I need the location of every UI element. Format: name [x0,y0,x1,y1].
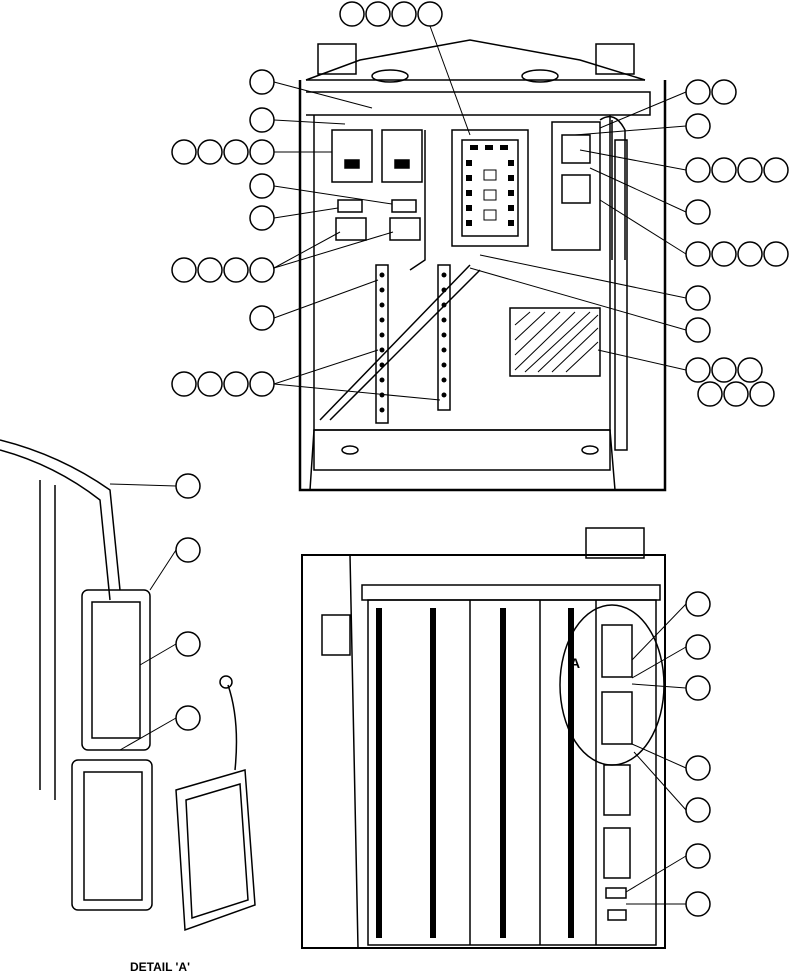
door-panel [367,599,657,946]
roof-outline [305,39,646,81]
connector-small [605,887,627,899]
ground-ring-terminal [219,675,233,689]
top-cabinet-view [298,39,667,492]
terminal-strip-screws [379,272,447,413]
side-label-plate [321,614,351,656]
junction-right [389,217,421,241]
hatched-module [509,307,601,377]
junction-left [335,217,367,241]
relay-left [331,129,373,183]
right-rail [614,139,628,451]
terminal-b [391,199,417,213]
connector-smaller [607,909,627,921]
top-rail [306,91,651,116]
side-terminal-columns [376,608,574,938]
relay-block-upper [601,624,633,678]
fuse-block-cover [175,769,256,932]
left-fan [371,69,409,83]
terminal-strip-center [437,264,451,411]
power-module-bottom [561,174,591,204]
callout-circles [171,1,789,917]
fuse-block-upper [81,589,151,751]
detail-caption: DETAIL 'A' [130,960,190,974]
detail-a-marker: A [570,655,580,671]
cabinet-frame [298,80,667,492]
leader-lines [109,25,687,905]
controller-board [451,129,529,247]
top-vent-box [585,527,645,559]
bottom-cabinet-view [301,527,666,949]
terminal-strip-left [375,264,389,424]
right-vent-stack [595,43,635,75]
right-fan [521,69,559,83]
relay-block-lower [601,691,633,745]
module-block-2 [603,827,631,879]
fuse-block-lower [71,759,153,911]
left-vent-stack [317,43,357,75]
power-module-enclosure [551,121,601,251]
harness-upper [0,439,121,591]
relay-right [381,129,423,183]
bottom-tray [313,429,611,471]
detail-a-view [0,439,256,932]
module-hatching [514,311,599,373]
terminal-a [337,199,363,213]
controller-board-components [466,145,514,226]
power-module-top [561,134,591,164]
module-block-1 [603,764,631,816]
cabinet-front-frame [301,554,666,949]
